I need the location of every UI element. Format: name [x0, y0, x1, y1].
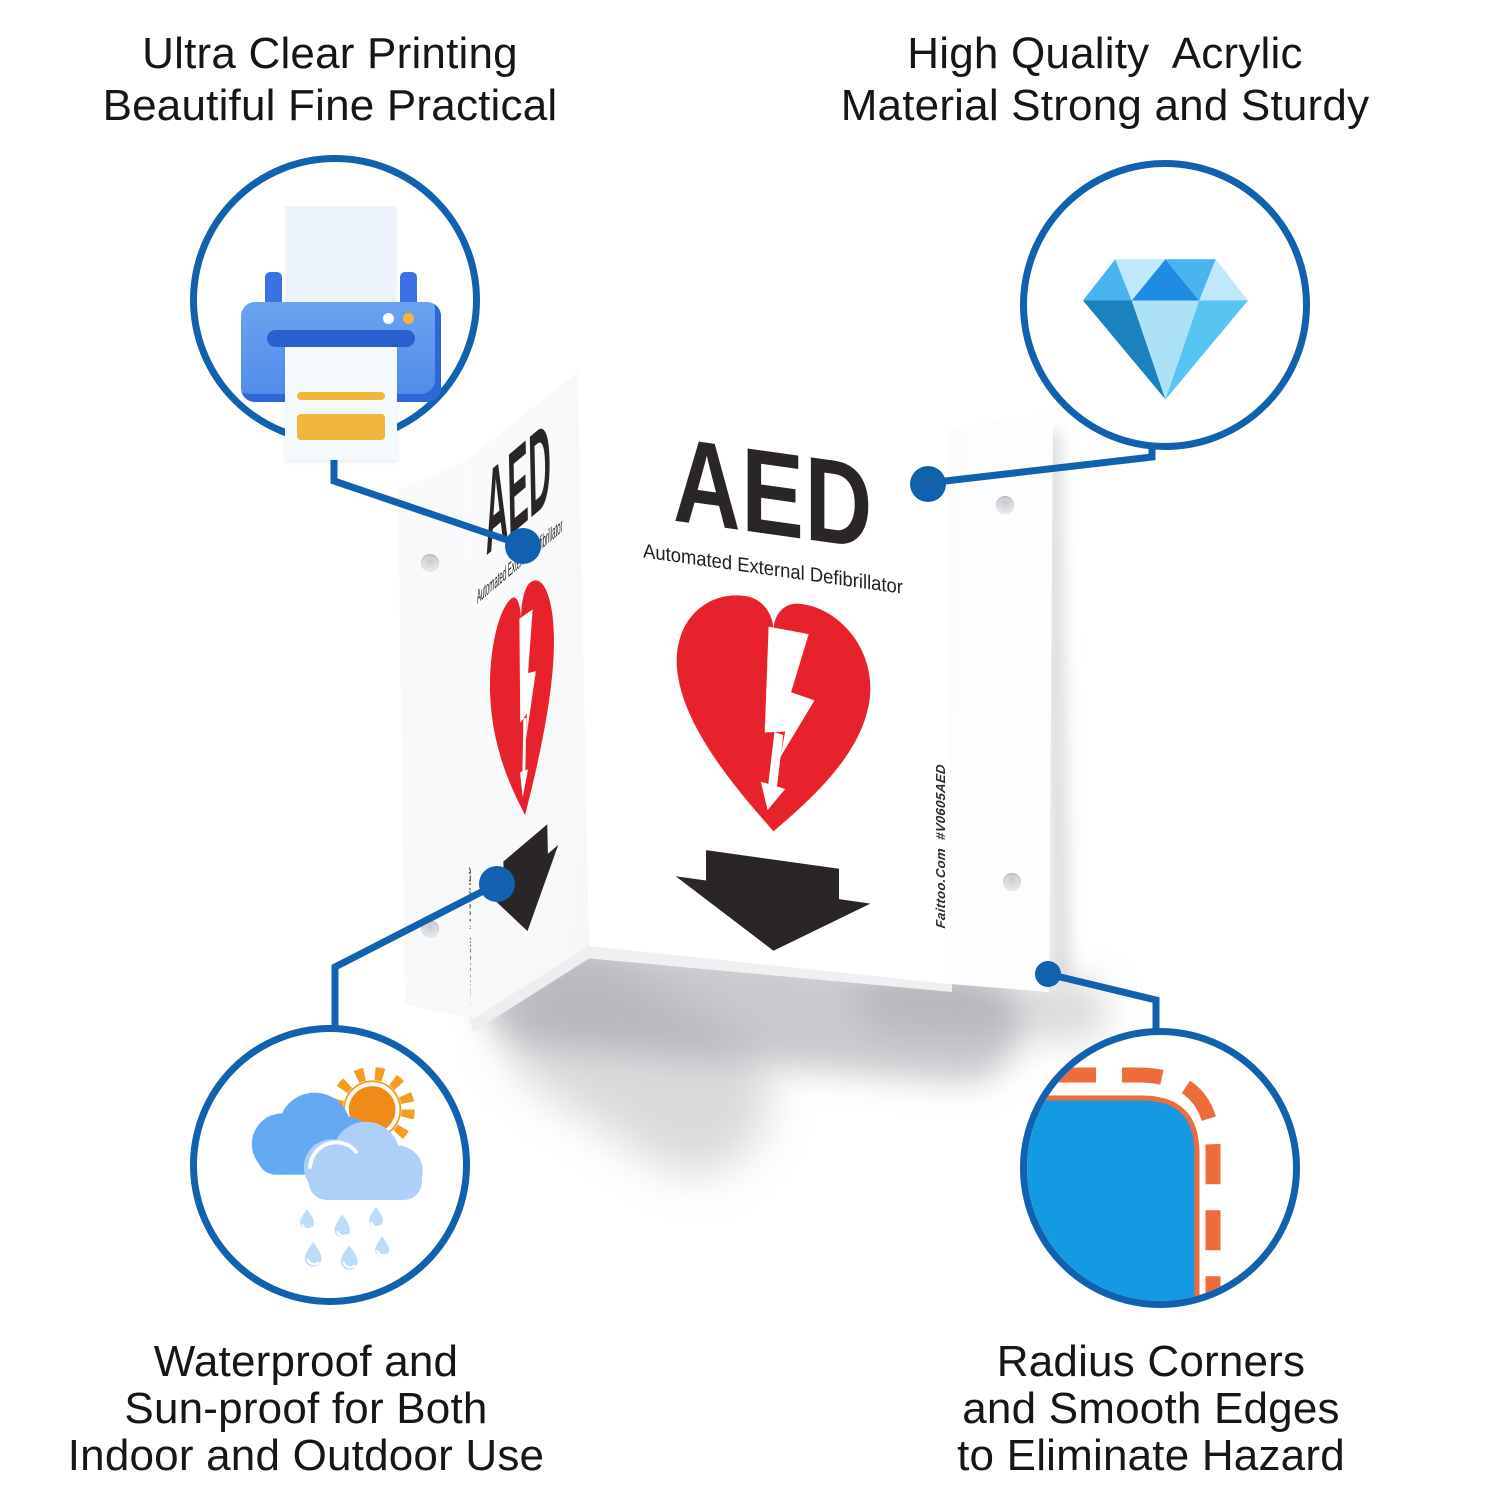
- diamond-icon: [1083, 259, 1248, 400]
- printer-indicator-light: [383, 313, 394, 324]
- feature-line: Sun-proof for Both: [124, 1384, 488, 1433]
- feature-text-corners: Radius Corners and Smooth Edges to Elimi…: [845, 1338, 1457, 1479]
- feature-line: and Smooth Edges: [962, 1384, 1340, 1433]
- printer-indicator-light: [403, 313, 414, 324]
- sign-part-number: Faittoo.Com #V0605AED: [933, 762, 948, 930]
- corner-blue-panel: [1027, 1095, 1200, 1301]
- raindrops: [300, 1206, 390, 1270]
- corner-dashed-guide: [1027, 1067, 1221, 1301]
- callout-line-corners: [1047, 970, 1160, 1032]
- feature-circle-waterproof: [190, 1025, 470, 1305]
- mounting-hole: [421, 554, 439, 572]
- feature-line: Ultra Clear Printing: [142, 29, 518, 78]
- printer-slot: [267, 330, 415, 347]
- printer-icon: [241, 206, 441, 460]
- printed-line: [297, 392, 385, 400]
- printer-paper-out: [285, 342, 397, 460]
- aed-artwork-side: AED Automated External Defibrillator Fai…: [463, 372, 586, 1020]
- weather-icon: [251, 1066, 423, 1270]
- feature-text-waterproof: Waterproof and Sun-proof for Both Indoor…: [0, 1338, 612, 1479]
- heart-lightning-icon: [676, 595, 870, 832]
- feature-line: Material Strong and Sturdy: [840, 81, 1370, 130]
- heart-lightning-icon: [489, 580, 554, 816]
- mounting-hole: [421, 920, 439, 938]
- feature-line: to Eliminate Hazard: [957, 1431, 1345, 1480]
- feature-circle-acrylic: [1020, 160, 1310, 450]
- raindrop-shines: [301, 1221, 388, 1269]
- feature-line: Waterproof and: [153, 1337, 459, 1386]
- printed-line: [297, 414, 385, 440]
- cloud-front: [303, 1121, 423, 1200]
- aed-artwork-front: AED Automated External Defibrillator Fai…: [598, 398, 948, 984]
- feature-text-printing: Ultra Clear Printing Beautiful Fine Prac…: [20, 28, 640, 132]
- feature-text-acrylic: High Quality Acrylic Material Strong and…: [795, 28, 1415, 132]
- feature-line: Beautiful Fine Practical: [102, 81, 558, 130]
- feature-line: High Quality Acrylic: [907, 29, 1303, 78]
- feature-line: Indoor and Outdoor Use: [67, 1431, 545, 1480]
- mounting-hole: [996, 496, 1014, 514]
- feature-line: Radius Corners: [996, 1337, 1306, 1386]
- feature-circle-corners: [1020, 1028, 1300, 1308]
- mounting-hole: [1003, 873, 1021, 891]
- down-arrow-icon: [675, 850, 871, 951]
- feature-circle-printing: [190, 155, 480, 460]
- rounded-corner-icon: [1027, 1067, 1221, 1301]
